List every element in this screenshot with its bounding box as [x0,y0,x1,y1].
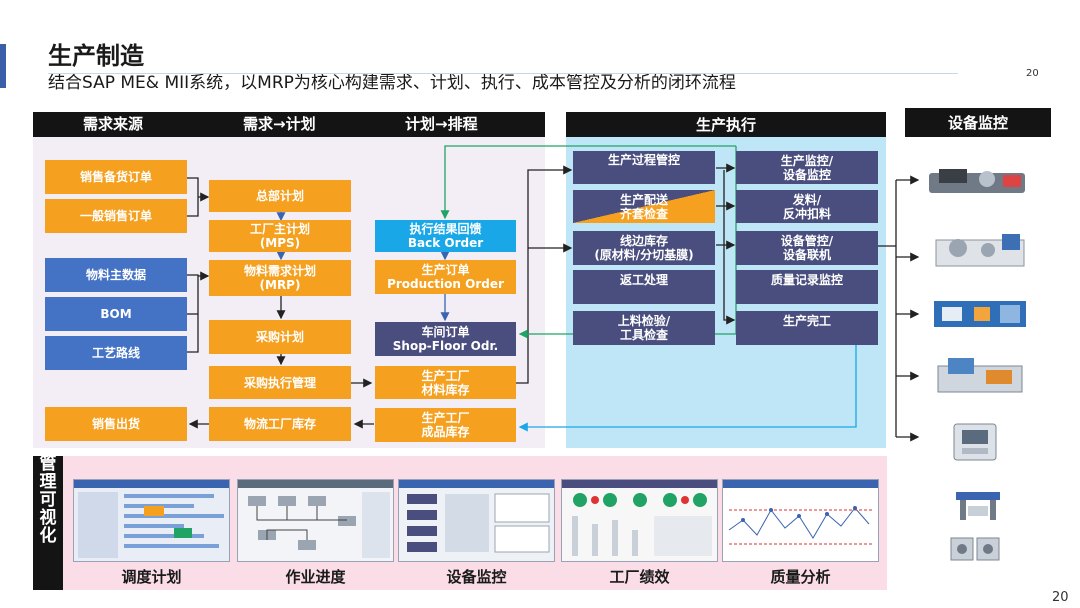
equipment-image-1 [925,165,1030,197]
management-label-quality: 质量分析 [770,568,831,586]
kitting-check-box: 生产配送 齐套检查 [573,190,715,223]
accent-bar [0,44,6,88]
line-stock-box: 线边库存 (原材料/分切基膜) [573,231,715,265]
purchase-plan-box: 采购计划 [209,320,351,354]
dashboard-thumb-performance [561,479,718,562]
management-label-progress: 作业进度 [285,568,346,586]
header-demand-to-plan: 需求→计划 [243,115,316,133]
kitting-check-label: 生产配送 齐套检查 [619,192,668,221]
production-monitor-box: 生产监控/ 设备监控 [736,151,878,184]
routing-box: 工艺路线 [45,336,187,370]
master-plan-box: 总部计划 [209,180,351,212]
management-label-performance: 工厂绩效 [609,568,670,586]
page-subtitle: 结合SAP ME& MII系统，以MRP为核心构建需求、计划、执行、成本管控及分… [48,73,736,93]
equipment-image-7 [945,530,1005,564]
logistics-stock-box: 物流工厂库存 [209,407,351,441]
header-execution: 生产执行 [566,112,886,137]
header-monitoring: 设备监控 [905,108,1051,137]
management-side-label: 管理可视化 [39,454,57,546]
rework-box: 返工处理 [573,270,715,304]
equipment-image-2 [930,228,1030,270]
backflush-box: 发料/ 反冲扣料 [736,190,878,223]
mps-box: 工厂主计划 (MPS) [209,220,351,252]
equipment-image-4 [930,352,1030,397]
page-number-bottom: 20 [1052,590,1069,605]
equipment-image-3 [930,293,1030,333]
header-demand-source: 需求来源 [83,115,144,133]
equipment-image-5 [948,418,1003,464]
completion-box: 生产完工 [736,311,878,345]
material-master-box: 物料主数据 [45,258,187,292]
header-execution-label: 生产执行 [695,115,756,134]
bom-box: BOM [45,297,187,331]
sales-stock-order-box: 销售备货订单 [45,160,187,194]
production-order-box: 生产订单 Production Order [375,260,516,294]
dashboard-thumb-progress [237,479,394,562]
mrp-box: 物料需求计划 (MRP) [209,260,351,296]
header-monitoring-label: 设备监控 [947,113,1008,132]
management-label-equipment: 设备监控 [446,568,507,586]
process-control-box: 生产过程管控 [573,151,715,184]
management-side-bar [33,456,63,590]
general-sales-order-box: 一般销售订单 [45,199,187,233]
left-header-bar: 需求来源 需求→计划 计划→排程 [33,112,545,137]
material-stock-box: 生产工厂 材料库存 [375,366,516,399]
header-underline [48,73,958,74]
management-label-schedule: 调度计划 [121,568,182,586]
equipment-image-6 [948,482,1008,524]
dashboard-thumb-equipment [398,479,555,562]
back-order-box: 执行结果回馈 Back Order [375,220,516,252]
quality-record-box: 质量记录监控 [736,270,878,304]
equipment-control-box: 设备管控/ 设备联机 [736,231,878,265]
inspection-box: 上料检验/ 工具检查 [573,311,715,345]
finished-stock-box: 生产工厂 成品库存 [375,408,516,442]
purchase-exec-box: 采购执行管理 [209,366,351,399]
shop-floor-order-box: 车间订单 Shop-Floor Odr. [375,322,516,356]
dashboard-thumb-quality [722,479,879,562]
header-plan-to-schedule: 计划→排程 [405,115,478,133]
sales-delivery-box: 销售出货 [45,407,187,441]
page-title: 生产制造 [48,42,144,70]
page-number-top: 20 [1026,68,1039,79]
dashboard-thumb-schedule [73,479,230,562]
